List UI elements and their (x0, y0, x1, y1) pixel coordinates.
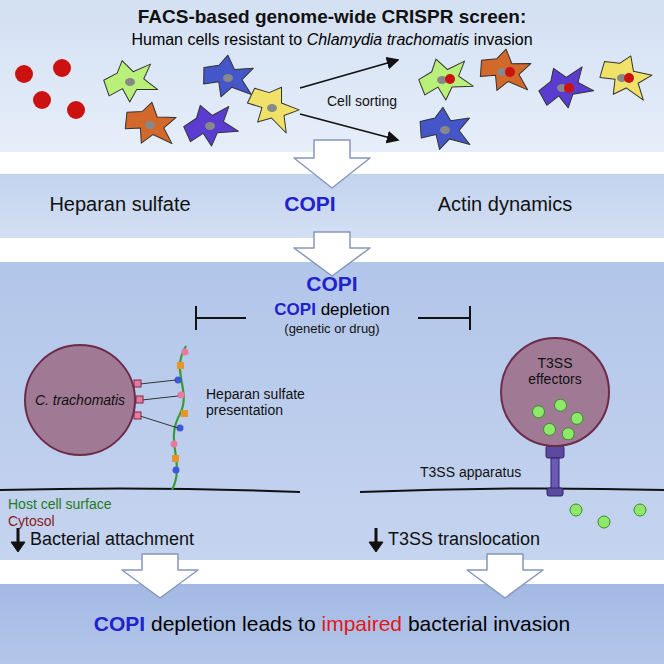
sort-arrow (300, 60, 398, 88)
host-cell (239, 74, 307, 140)
effector-dots (500, 337, 610, 447)
host-membrane (0, 488, 300, 492)
host-cell (474, 43, 537, 99)
label: (genetic or drug) (284, 322, 379, 337)
inhibition-line (196, 306, 246, 330)
label: depletion leads to (151, 612, 316, 636)
adhesin-links (140, 380, 178, 428)
label: Human cells resistant to (131, 31, 302, 49)
cells-after (416, 43, 659, 154)
bacterium (445, 67, 634, 93)
label: T3SS translocation (388, 529, 540, 550)
nucleus (437, 68, 627, 134)
label: Cell sorting (327, 93, 397, 109)
host-cell (119, 95, 183, 153)
label: invasion (474, 31, 533, 49)
translocated-effectors (570, 504, 646, 528)
text-line: COPIdepletion leads toimpairedbacterial … (94, 612, 570, 636)
nucleus (125, 74, 277, 130)
effector (533, 406, 545, 418)
decrease-arrow (11, 542, 25, 552)
panel-band (0, 0, 664, 152)
host-cell (416, 104, 475, 155)
decrease-arrow (369, 542, 383, 552)
bacterium (33, 91, 51, 109)
text-line: Human cells resistant to Chlamydia tracho… (131, 31, 532, 49)
label: T3SS apparatus (420, 464, 521, 480)
host-cell (534, 60, 596, 114)
label: Cytosol (8, 513, 55, 529)
flow-arrow (294, 232, 370, 276)
label: Heparan sulfate presentation (206, 386, 326, 418)
flow-arrow (294, 140, 370, 188)
bacteria (15, 59, 85, 119)
sort-arrow (300, 114, 398, 140)
label: COPI (284, 192, 335, 216)
label: COPI (94, 612, 145, 636)
host-cell (592, 46, 659, 109)
label: Actin dynamics (438, 193, 573, 216)
host-cell (416, 54, 474, 103)
t3ss-apparatus (546, 446, 564, 496)
title: FACS-based genome-wide CRISPR screen: (138, 6, 527, 28)
label: Host cell surface (8, 496, 111, 512)
sugar-units (171, 349, 189, 474)
label: Chlamydia trachomatis (307, 31, 470, 49)
bacterium-circle: T3SS effectors (500, 337, 610, 447)
effector (571, 412, 583, 424)
label: depletion (321, 300, 390, 320)
node-text: C. trachomatis (35, 392, 125, 408)
bacterium (53, 59, 71, 77)
text-line: COPIdepletion (274, 300, 389, 320)
host-cell (181, 100, 240, 151)
panel-band (0, 262, 664, 560)
heparan-chain (172, 346, 186, 490)
host-cell (102, 58, 158, 104)
host-membrane (360, 488, 664, 492)
panel-band (0, 584, 664, 664)
bacterium-circle: C. trachomatis (24, 344, 136, 456)
bacterium (15, 65, 33, 83)
label: Heparan sulfate (49, 193, 190, 216)
effector (555, 399, 567, 411)
effector (544, 423, 556, 435)
bacterium (67, 101, 85, 119)
label: Bacterial attachment (30, 529, 194, 550)
label: impaired (322, 612, 403, 636)
label: bacterial invasion (408, 612, 570, 636)
effector (562, 428, 574, 440)
inhibition-line (418, 306, 470, 330)
label: COPI (274, 300, 316, 320)
node-text: T3SS effectors (520, 355, 590, 387)
flow-arrow (467, 554, 543, 598)
cells-before (102, 50, 307, 153)
label: COPI (306, 272, 357, 296)
flow-arrow (122, 554, 198, 598)
